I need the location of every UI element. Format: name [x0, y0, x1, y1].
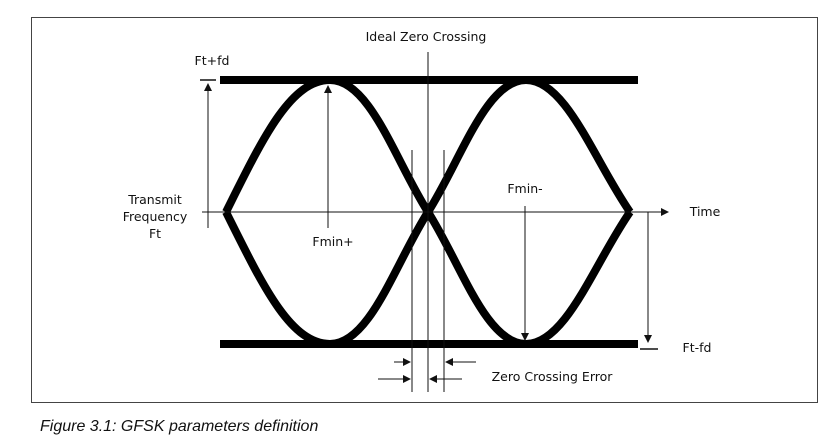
fmin-minus-label: Fmin-	[507, 181, 542, 196]
ft-minus-fd-label: Ft-fd	[683, 340, 712, 355]
ideal-zero-crossing-label: Ideal Zero Crossing	[366, 29, 487, 44]
transmit-label: Transmit	[127, 192, 182, 207]
frequency-label: Frequency	[123, 209, 188, 224]
ft-plus-fd-label: Ft+fd	[195, 53, 230, 68]
upper-deviation-bar	[220, 76, 638, 84]
lower-deviation-bar	[220, 340, 638, 348]
fmin-plus-label: Fmin+	[312, 234, 353, 249]
zero-crossing-error-label: Zero Crossing Error	[492, 369, 614, 384]
ft-label: Ft	[149, 226, 161, 241]
figure-caption: Figure 3.1: GFSK parameters definition	[40, 418, 319, 435]
time-label: Time	[689, 204, 721, 219]
